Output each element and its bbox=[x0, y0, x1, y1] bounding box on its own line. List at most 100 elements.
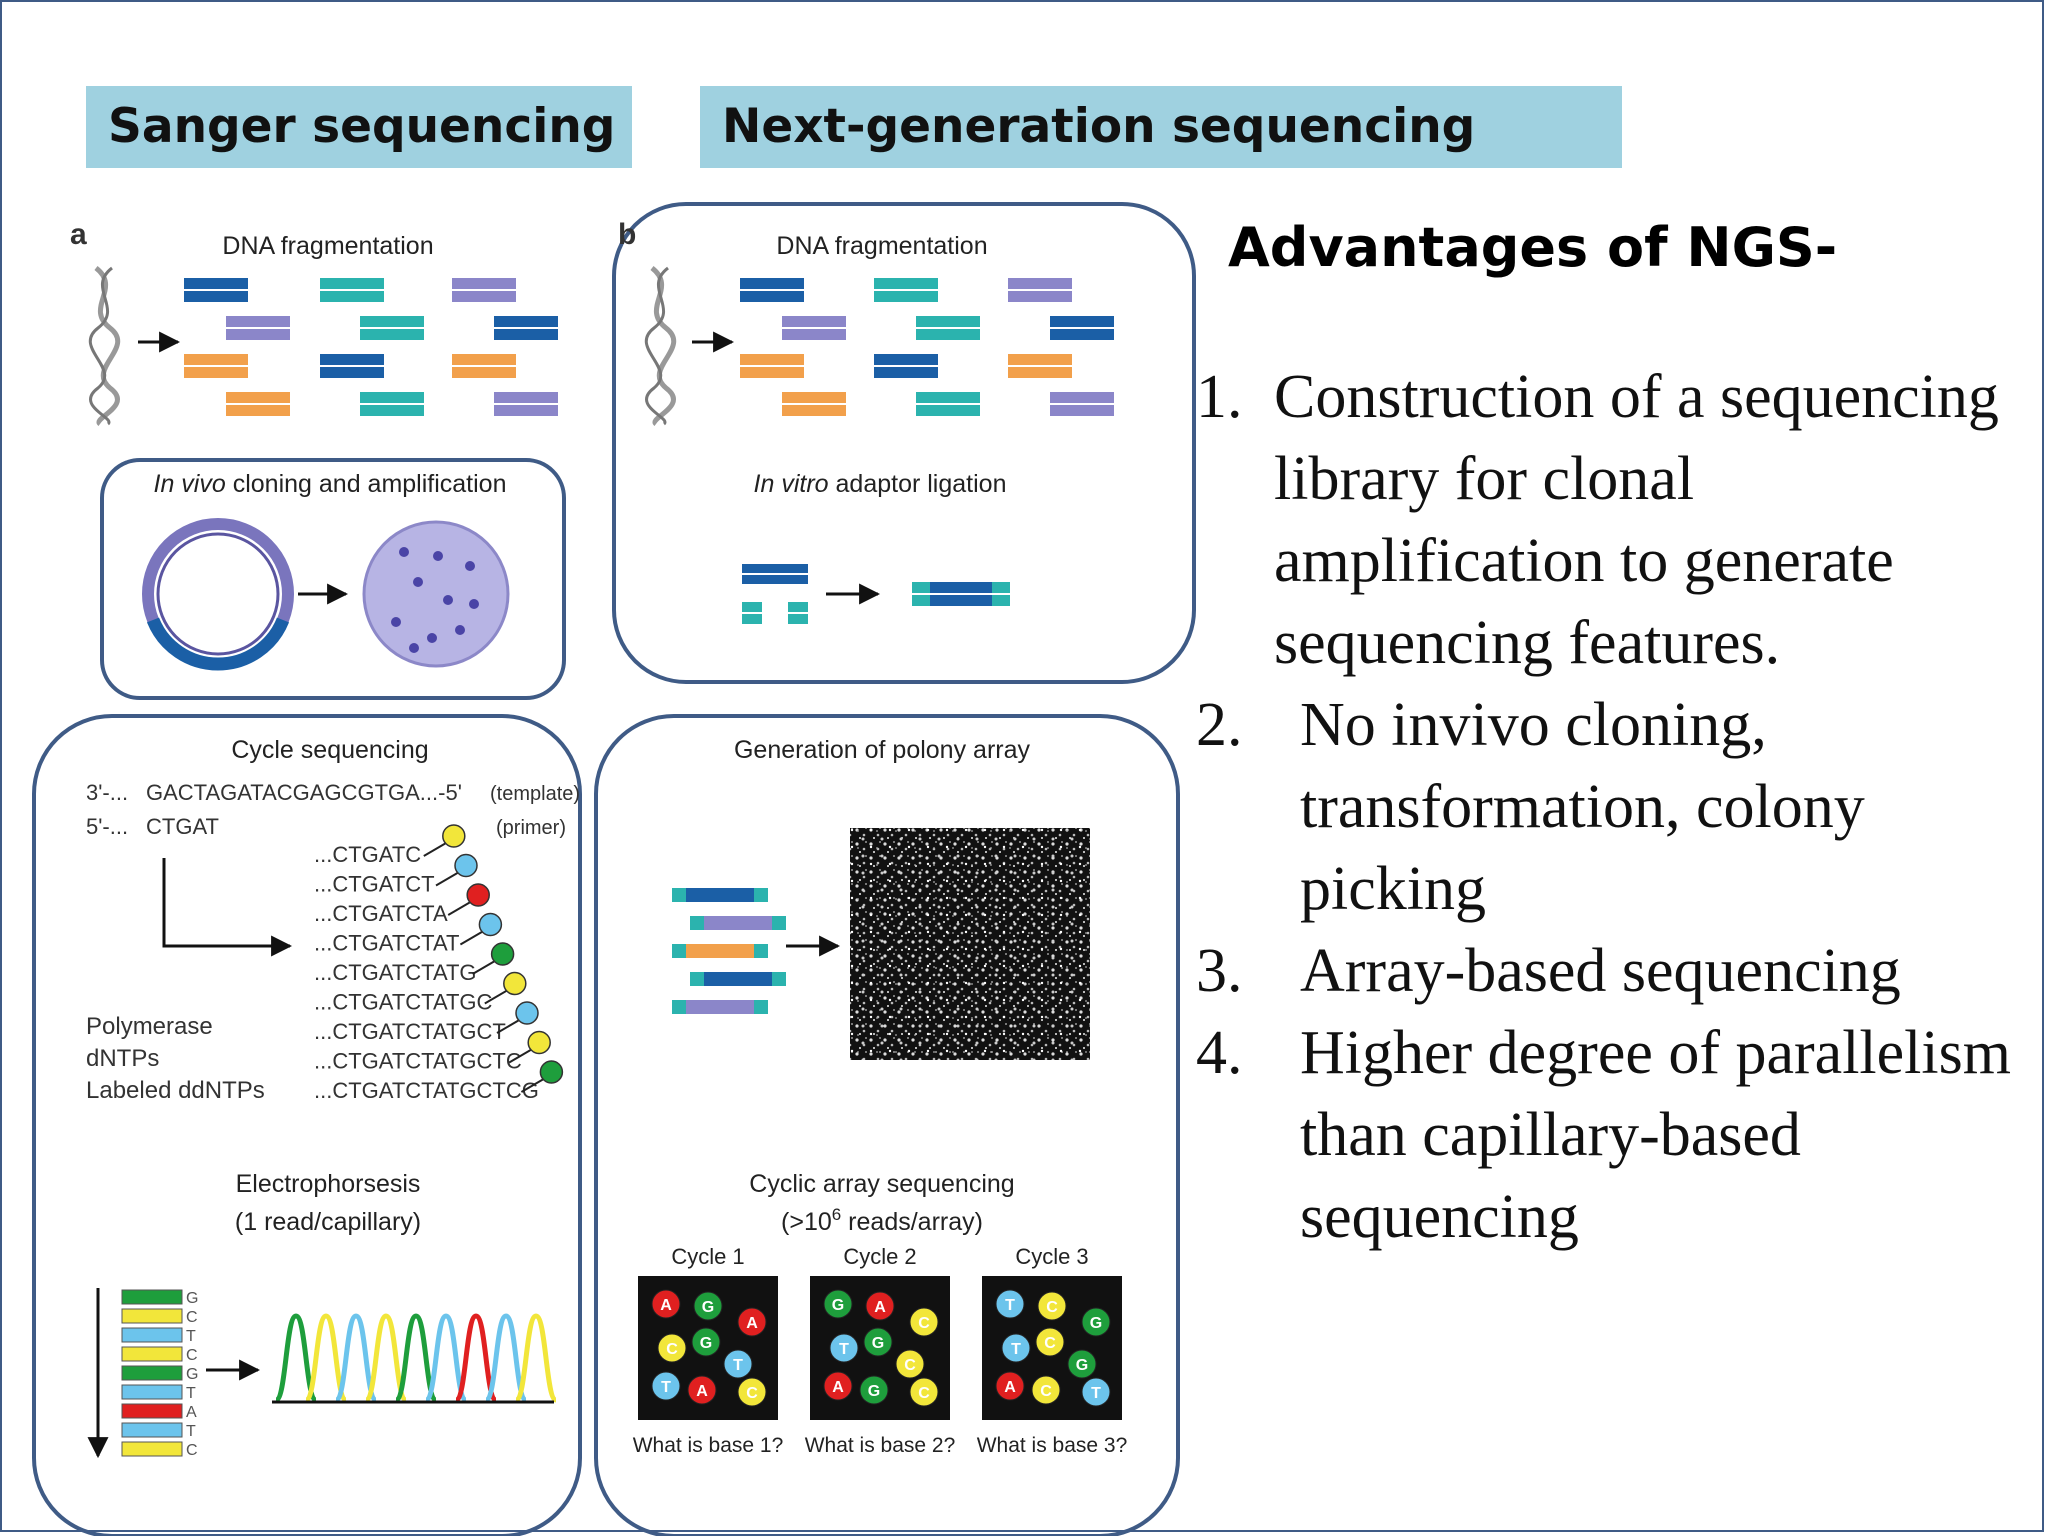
polony-bead bbox=[651, 1289, 681, 1319]
colony-plate-icon bbox=[362, 520, 510, 668]
cycle-label: Cycle 1 bbox=[671, 1244, 744, 1269]
gel-base-letter: C bbox=[186, 1347, 198, 1364]
bead-base-letter: T bbox=[839, 1341, 849, 1358]
extension-products: ...CTGATC...CTGATCT...CTGATCTA...CTGATCT… bbox=[314, 824, 564, 1103]
bead-base-letter: G bbox=[1090, 1315, 1102, 1332]
trace-peak bbox=[483, 1313, 529, 1403]
extension-product: ...CTGATCTATG bbox=[314, 960, 477, 985]
dye-label-dot bbox=[478, 912, 503, 937]
header-next-generation-sequencing: Next-generation sequencing bbox=[700, 86, 1622, 168]
dna-fragmentation-label-a: DNA fragmentation bbox=[222, 232, 433, 260]
terminator-stem bbox=[423, 841, 449, 857]
bead-base-letter: C bbox=[918, 1385, 930, 1402]
polony-bead bbox=[737, 1307, 767, 1337]
box-polony-array bbox=[594, 714, 1180, 1536]
terminator-stem bbox=[508, 1047, 534, 1064]
gel-band bbox=[121, 1403, 183, 1419]
box-cycle-sequencing bbox=[32, 714, 582, 1536]
bead-base-letter: C bbox=[1046, 1299, 1058, 1316]
advantage-number: 4. bbox=[1196, 1019, 1243, 1087]
polony-array-label: Generation of polony array bbox=[734, 736, 1031, 764]
terminator-stem bbox=[496, 1018, 522, 1034]
polony-bead bbox=[693, 1291, 723, 1321]
bead-base-letter: G bbox=[832, 1297, 844, 1314]
adaptor-pieces bbox=[742, 564, 808, 624]
box-in-vitro-ligation bbox=[612, 202, 1196, 684]
dye-label-dot bbox=[515, 1001, 539, 1025]
trace-peak bbox=[363, 1313, 409, 1403]
bead-base-letter: C bbox=[666, 1341, 678, 1358]
polony-bead bbox=[1081, 1307, 1111, 1337]
polony-bead bbox=[995, 1289, 1025, 1319]
gel-base-letter: G bbox=[186, 1366, 198, 1383]
gel-base-letter: T bbox=[186, 1385, 196, 1402]
polony-bead bbox=[895, 1349, 925, 1379]
primer-label: (primer) bbox=[496, 817, 566, 839]
adapted-fragments bbox=[672, 888, 786, 1014]
polony-bead bbox=[823, 1371, 853, 1401]
extension-product: ...CTGATCTATGCT bbox=[314, 1019, 506, 1044]
sequencing-workflow-figure: a b DNA fragmentation In vivo cloning an… bbox=[32, 202, 1196, 1536]
polony-bead bbox=[1037, 1291, 1067, 1321]
advantages-title: Advantages of NGS- bbox=[1228, 216, 1838, 279]
polony-bead bbox=[865, 1291, 895, 1321]
advantage-number: 1. bbox=[1196, 363, 1243, 431]
polony-bead bbox=[1031, 1375, 1061, 1405]
electrophoresis-sublabel: (1 read/capillary) bbox=[235, 1208, 421, 1236]
polony-bead bbox=[829, 1333, 859, 1363]
gel-band bbox=[121, 1327, 183, 1343]
gel-base-letter: G bbox=[186, 1290, 198, 1307]
ligated-fragment bbox=[912, 582, 1010, 606]
terminator-stem bbox=[520, 1077, 546, 1093]
cycle-question: What is base 3? bbox=[977, 1434, 1128, 1457]
bead-base-letter: C bbox=[918, 1315, 930, 1332]
dna-helix-b bbox=[644, 266, 677, 426]
polony-bead bbox=[657, 1333, 687, 1363]
advantage-text: Higher degree of parallelism than capill… bbox=[1300, 1019, 2011, 1251]
gel-base-letter: A bbox=[186, 1404, 197, 1421]
gel-band bbox=[121, 1289, 183, 1305]
advantage-text: Array-based sequencing bbox=[1300, 937, 1901, 1005]
terminator-stem bbox=[484, 988, 510, 1005]
polony-bead bbox=[687, 1375, 717, 1405]
bead-base-letter: T bbox=[1005, 1297, 1015, 1314]
trace-peak bbox=[513, 1313, 559, 1403]
gel-band bbox=[121, 1365, 183, 1381]
trace-peak bbox=[273, 1313, 319, 1403]
polony-bead bbox=[1035, 1327, 1065, 1357]
electrophoresis-label: Electrophorsesis bbox=[236, 1170, 421, 1198]
in-vitro-ligation-label: In vitro adaptor ligation bbox=[754, 470, 1007, 498]
gel-band bbox=[121, 1308, 183, 1324]
terminator-stem bbox=[447, 900, 473, 916]
dna-fragments-a bbox=[184, 278, 558, 416]
bead-base-letter: G bbox=[700, 1335, 712, 1352]
advantage-item: 4. Higher degree of parallelism than capi… bbox=[1196, 1012, 2026, 1258]
advantage-text: Construction of a sequencing library for… bbox=[1274, 363, 1999, 677]
bead-base-letter: C bbox=[904, 1357, 916, 1374]
terminator-stem bbox=[435, 870, 461, 887]
polony-array-image bbox=[850, 828, 1090, 1060]
bead-base-letter: A bbox=[1004, 1379, 1016, 1396]
box-in-vivo-cloning bbox=[100, 458, 566, 700]
dye-label-dot bbox=[503, 971, 527, 996]
polony-bead bbox=[1001, 1333, 1031, 1363]
gel-base-letter: C bbox=[186, 1309, 198, 1326]
bead-base-letter: T bbox=[661, 1379, 671, 1396]
bead-base-letter: A bbox=[832, 1379, 844, 1396]
template-label: (template) bbox=[490, 783, 580, 805]
polony-bead bbox=[995, 1371, 1025, 1401]
extension-product: ...CTGATCTATGCTC bbox=[314, 1049, 522, 1074]
terminator-stem bbox=[459, 929, 485, 946]
extension-product: ...CTGATCTAT bbox=[314, 931, 459, 956]
extension-product: ...CTGATC bbox=[314, 842, 421, 867]
polony-bead bbox=[723, 1349, 753, 1379]
bead-base-letter: T bbox=[1011, 1341, 1021, 1358]
bead-base-letter: A bbox=[874, 1299, 886, 1316]
template-sequence: GACTAGATACGAGCGTGA...-5' bbox=[146, 780, 462, 805]
polony-bead bbox=[909, 1377, 939, 1407]
gel-base-letter: T bbox=[186, 1423, 196, 1440]
bead-base-letter: A bbox=[746, 1315, 758, 1332]
dye-label-dot bbox=[527, 1030, 551, 1055]
bead-base-letter: G bbox=[868, 1383, 880, 1400]
